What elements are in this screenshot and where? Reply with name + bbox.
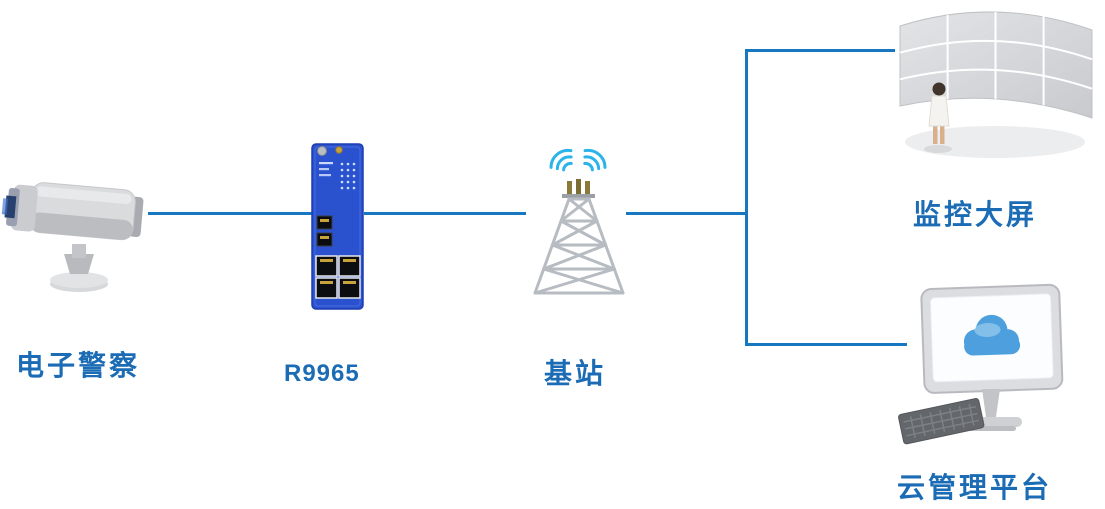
label-camera: 电子警察	[16, 351, 141, 382]
person-figure	[924, 82, 952, 153]
base-station-node	[515, 135, 640, 305]
monitor-icon	[898, 283, 1064, 445]
keyboard-icon	[898, 398, 985, 445]
camera-node	[0, 160, 170, 300]
link-tower-junction	[626, 212, 748, 215]
router-node	[308, 138, 368, 313]
link-router-tower	[364, 212, 526, 215]
label-router: R9965	[284, 360, 360, 387]
label-cloud-platform: 云管理平台	[897, 473, 1053, 504]
label-base-station: 基站	[544, 359, 607, 390]
router-icon	[311, 143, 364, 310]
video-wall-icon	[899, 11, 1093, 158]
link-branch-bigscreen	[745, 49, 895, 52]
wifi-waves-icon	[549, 148, 607, 172]
cloud-platform-node	[898, 283, 1073, 473]
big-screen-node	[890, 0, 1105, 168]
cloud-icon	[963, 314, 1021, 356]
link-branch-cloud	[745, 343, 907, 346]
label-big-screen: 监控大屏	[913, 200, 1038, 231]
link-camera-router	[148, 212, 312, 215]
surveillance-camera-icon	[1, 182, 144, 292]
antenna-cluster	[562, 179, 595, 198]
base-station-icon	[533, 148, 625, 295]
link-junction-vertical	[745, 49, 748, 346]
